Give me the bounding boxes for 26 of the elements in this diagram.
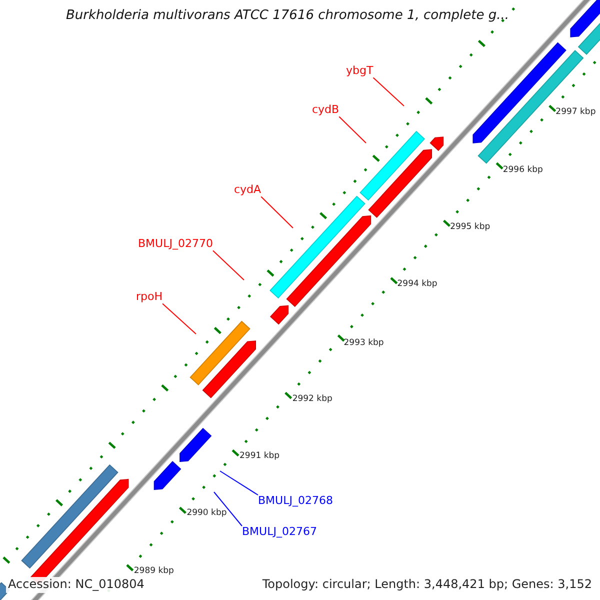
leader-line	[212, 250, 244, 280]
genome-info-text: Topology: circular; Length: 3,448,421 bp; Genes: 3,152	[260, 577, 594, 593]
gene-label: BMULJ_02768	[258, 495, 333, 508]
scale-label: 2997 kbp	[556, 108, 596, 118]
gene-label: BMULJ_02767	[242, 526, 317, 539]
scale-label: 2993 kbp	[344, 338, 384, 348]
gene-label: cydB	[312, 104, 340, 117]
accession-text: Accession: NC_010804	[6, 577, 146, 593]
leader-line	[220, 470, 258, 496]
map-title: Burkholderia multivorans ATCC 17616 chromosome 1, complete g...	[66, 9, 509, 24]
gene-label: ybgT	[346, 65, 374, 78]
scale-label: 2994 kbp	[397, 280, 438, 290]
gene-label: rpoH	[136, 291, 163, 304]
gene-label: cydA	[234, 184, 262, 197]
scale-label: 2991 kbp	[240, 452, 280, 462]
leader-line	[338, 116, 366, 144]
gene-label: BMULJ_02770	[138, 238, 213, 251]
leader-line	[372, 77, 404, 106]
leader-line	[162, 303, 196, 334]
scale-label: 2995 kbp	[450, 223, 490, 233]
scale-label: 2992 kbp	[292, 394, 332, 404]
leader-line	[214, 492, 242, 526]
scale-label: 2996 kbp	[502, 166, 543, 176]
leader-line	[260, 196, 294, 228]
scale-label: 2989 kbp	[134, 566, 174, 576]
scale-label: 2990 kbp	[186, 509, 227, 520]
